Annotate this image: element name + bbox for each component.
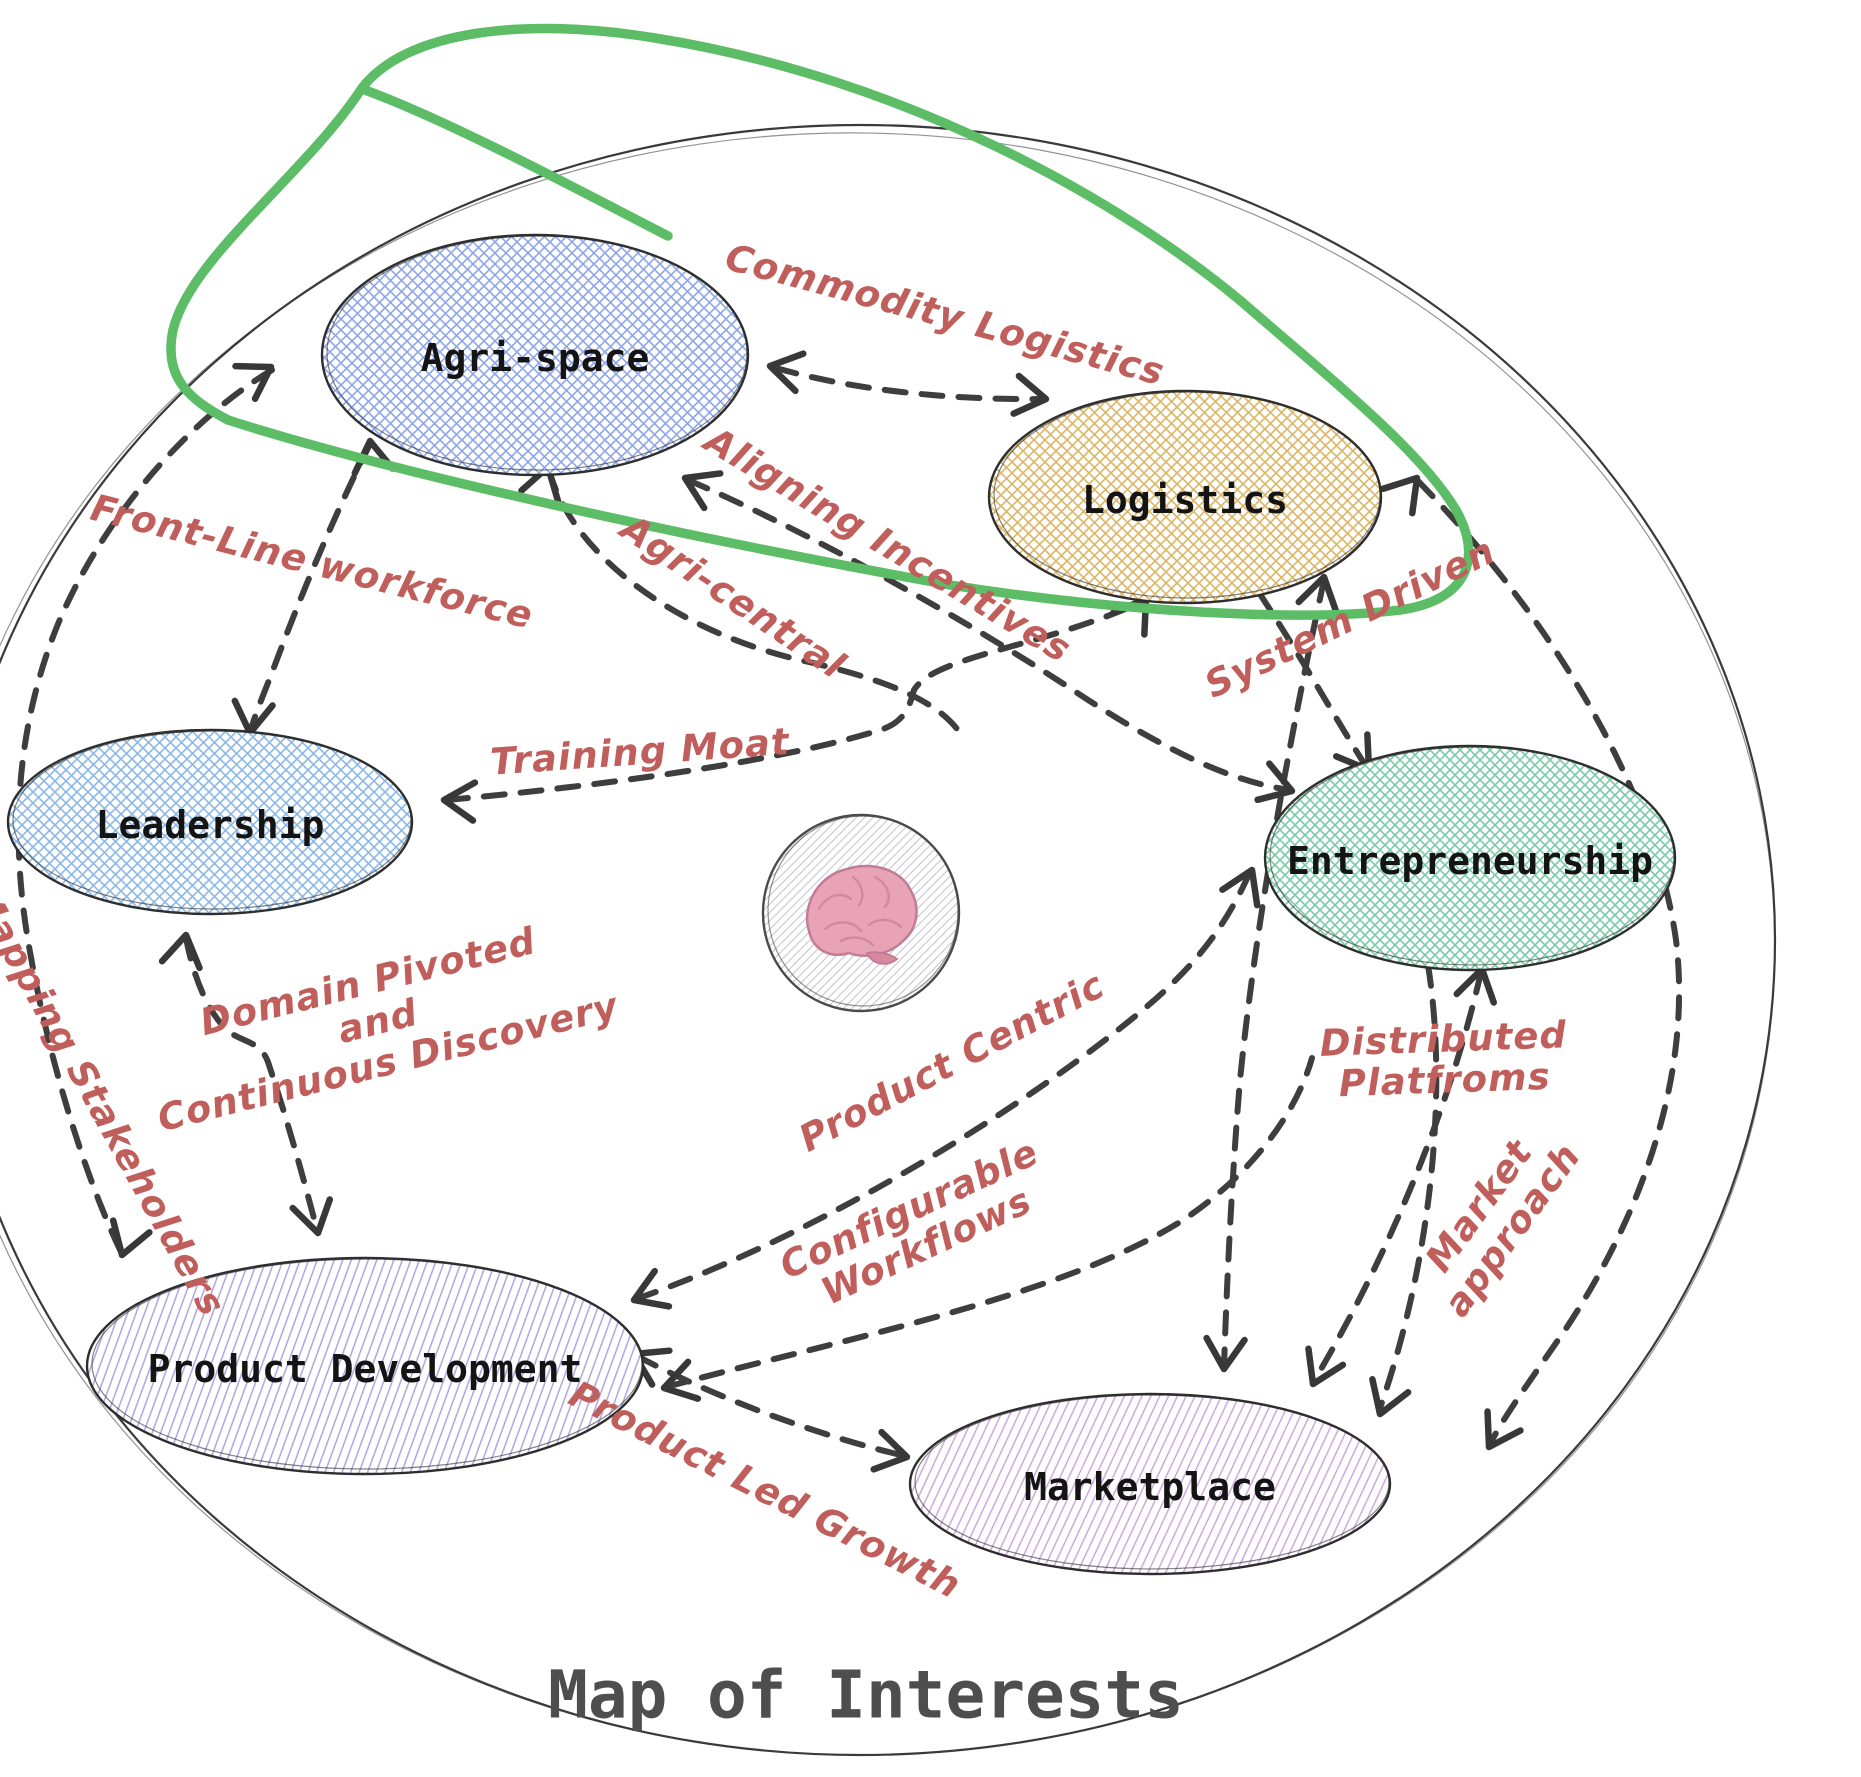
boundary-circle [0,124,1776,1756]
node-label-leadership: Leadership [95,803,325,847]
edge-agri-central [546,467,966,741]
node-marketplace [908,1392,1392,1576]
edge-logistics-marketplace [1221,577,1327,1369]
node-label-marketplace: Marketplace [1024,1465,1276,1509]
edge-configurable-workflows [663,1055,1315,1390]
brain-icon [761,813,961,1013]
node-product-development [85,1256,645,1476]
node-label-entrepreneurship: Entrepreneurship [1286,839,1654,883]
edge-front-line-workforce [248,441,373,733]
node-leadership [6,728,414,916]
edge-distributed-platfroms [1311,969,1484,1384]
node-entrepreneurship [1263,744,1677,972]
node-logistics [987,389,1383,605]
edge-aligning-incentives [685,477,1293,793]
edge-market-approach-inner [1376,962,1440,1414]
edge-commodity-logistics [773,365,1045,403]
edge-domain-pivoted [183,935,320,1233]
edge-market-approach-outer [1415,478,1683,1447]
highlight-loop [166,23,1474,620]
node-agri-space [320,233,750,477]
node-label-agri-space: Agri-space [420,336,650,380]
edge-mapping-stakeholders [15,367,275,1255]
diagram-title: Map of Interests [548,1656,1184,1734]
edge-training-moat [444,598,1147,803]
edge-product-led-growth [634,1353,908,1459]
node-label-logistics: Logistics [1082,478,1288,522]
node-label-product-development: Product Development [147,1347,583,1391]
edge-product-centric [633,869,1253,1302]
